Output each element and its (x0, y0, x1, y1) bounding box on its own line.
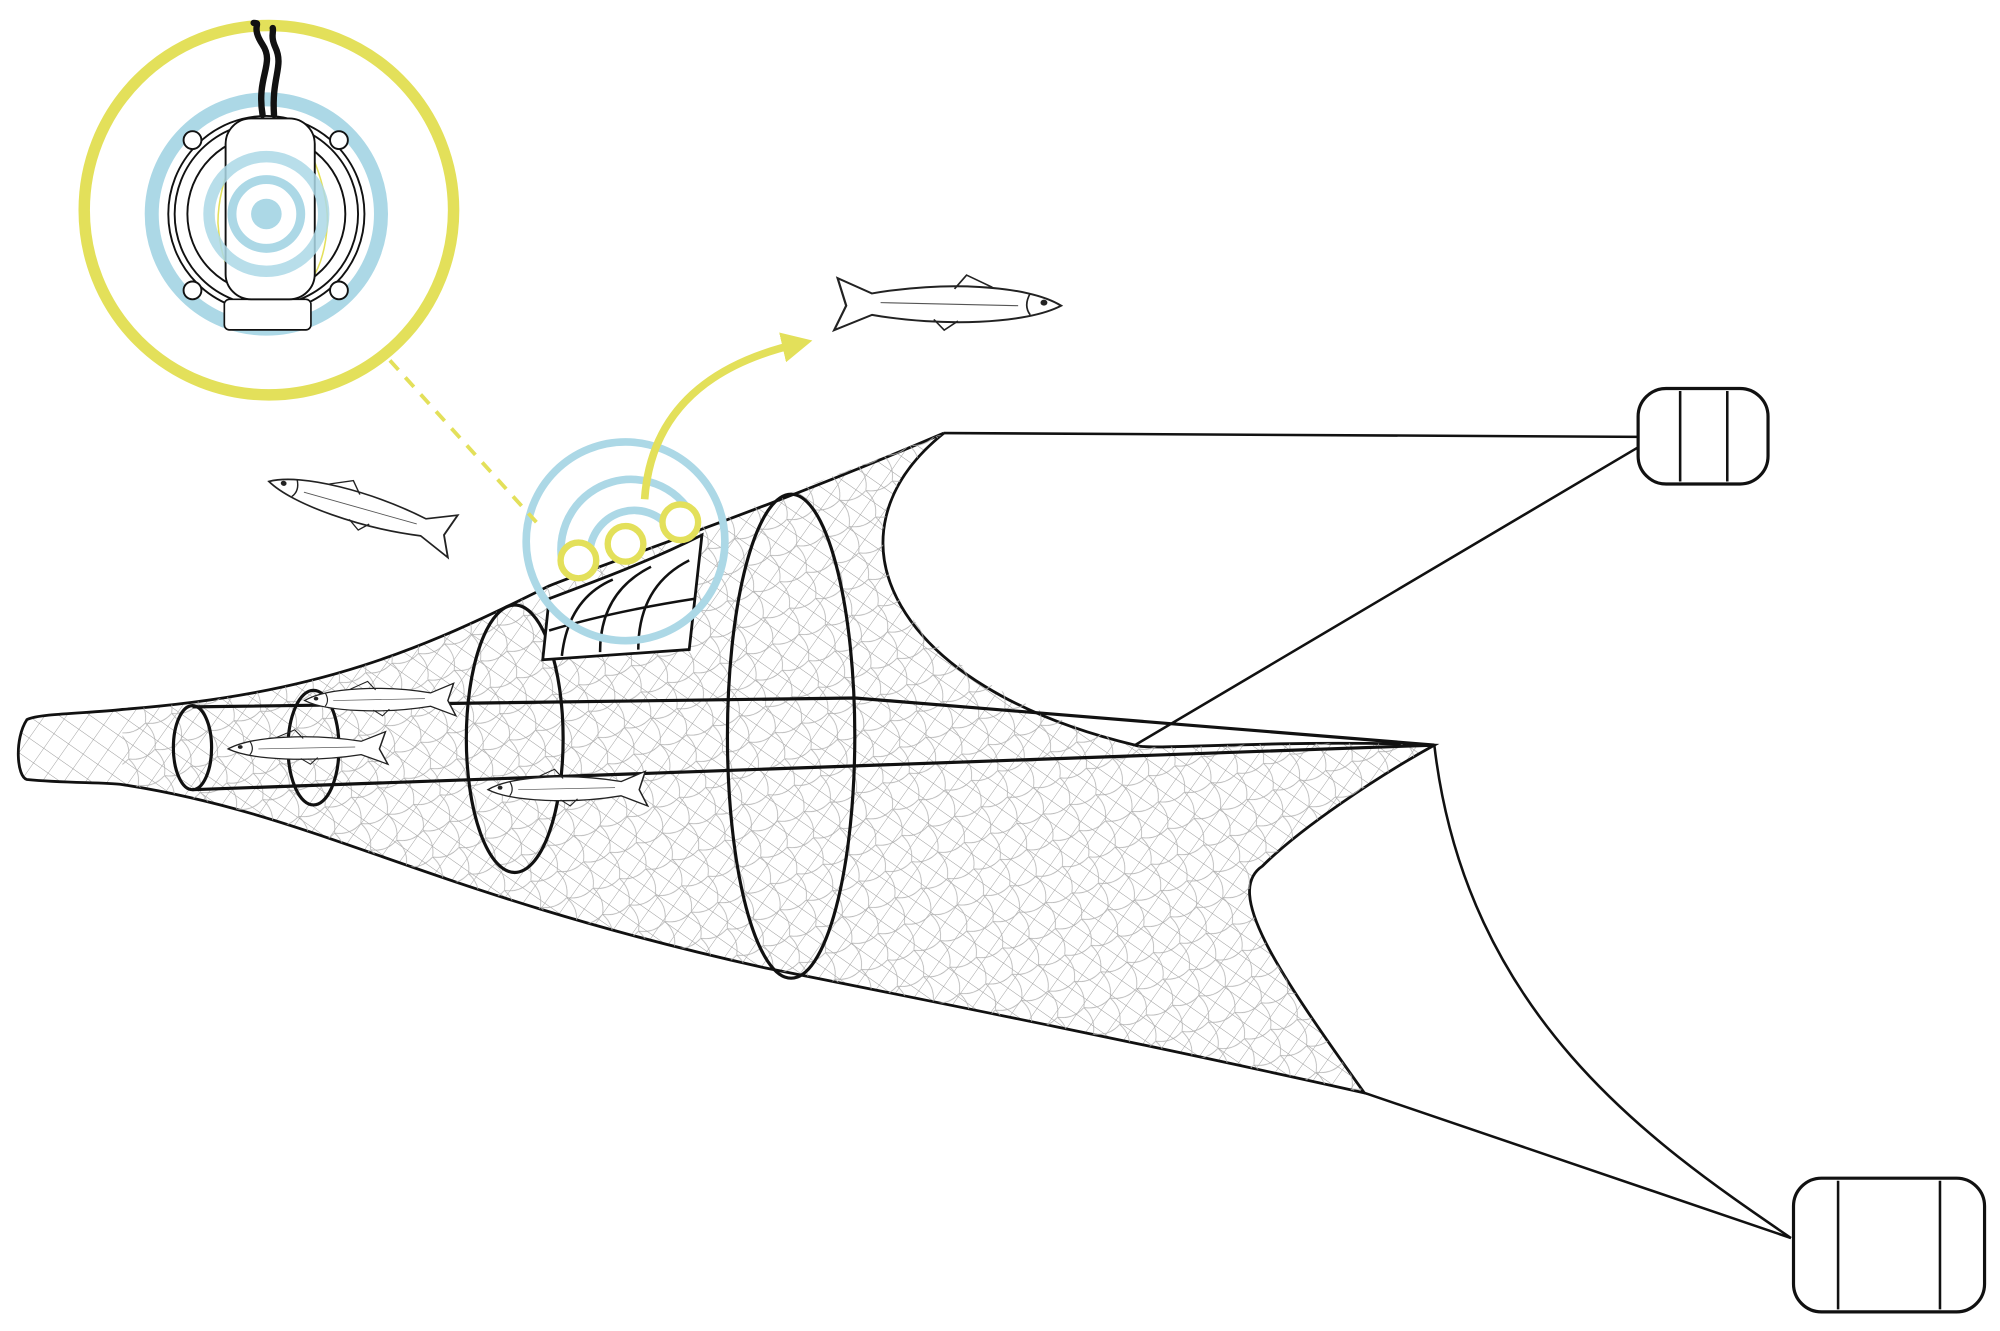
float-buoy-icon (1636, 386, 1770, 486)
net-lines (192, 696, 1435, 792)
hoop-3 (464, 603, 565, 875)
callout-dashed-line (388, 359, 538, 524)
salmon-icon (833, 273, 1063, 332)
escape-panel-grid (548, 559, 696, 657)
float-buoy-icon (1791, 1176, 1987, 1314)
net-mesh-overlay (122, 433, 1435, 1093)
lower-wing-line (1433, 744, 1792, 1240)
curved-arrow-icon (640, 332, 813, 500)
sensor-signal-rings (522, 438, 729, 645)
trawl-net (16, 431, 1792, 1240)
hoop-4 (725, 492, 857, 980)
sensor-device-icon (78, 19, 460, 401)
salmon-icon (262, 456, 463, 559)
top-bridles (943, 431, 1642, 747)
sensor-markers (557, 501, 702, 582)
bottom-bridle (1363, 1091, 1792, 1240)
hoop-1 (171, 704, 214, 792)
